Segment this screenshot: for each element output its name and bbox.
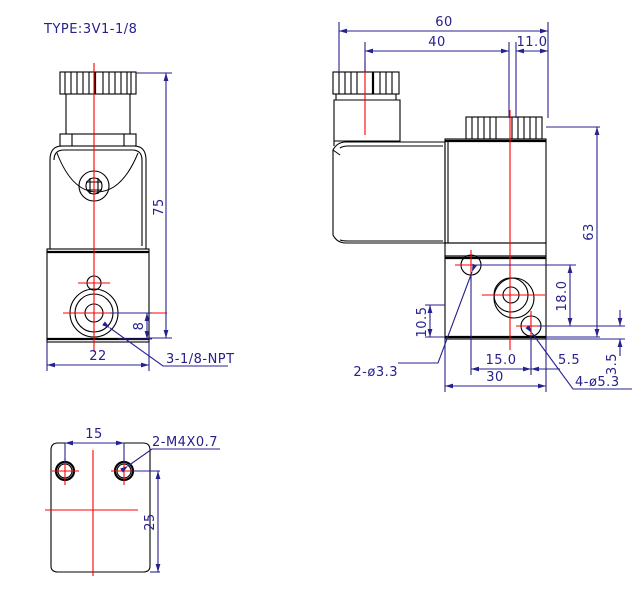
dimension-10-5: 10.5: [415, 304, 445, 338]
dimension-40-label: 40: [428, 35, 446, 50]
side-view-din-connector: [332, 141, 446, 244]
side-view-right-knurled-cap: [465, 116, 543, 140]
npt-callout: 3-1/8-NPT: [102, 321, 235, 367]
side-view-valve-body: [444, 138, 547, 244]
dimension-5-5: 5.5: [531, 339, 580, 375]
dimension-63: 63: [546, 126, 600, 338]
dimension-11: 11.0: [515, 35, 548, 118]
dimension-11-label: 11.0: [517, 35, 548, 50]
small-hole-callout: 2-ø3.3: [353, 263, 478, 380]
dimension-5-5-label: 5.5: [558, 353, 580, 368]
dimension-22-label: 22: [89, 349, 107, 364]
dimension-40: 40: [364, 35, 510, 118]
front-view: 75 8 22 3-1/8-NPT: [46, 63, 235, 371]
dimension-63-label: 63: [582, 223, 597, 241]
dimension-75-label: 75: [152, 198, 167, 216]
npt-callout-label: 3-1/8-NPT: [166, 352, 235, 367]
bottom-view: 15 25 2-M4X0.7: [45, 427, 220, 576]
dimension-8-label: 8: [132, 322, 147, 331]
side-view: 60 40 11.0 63: [332, 15, 632, 392]
side-view-center-port: [493, 277, 535, 319]
dimension-75: 75: [136, 72, 172, 339]
dimension-60-label: 60: [435, 15, 453, 30]
thread-callout-label: 2-M4X0.7: [152, 435, 218, 450]
dimension-bottom-25: 25: [131, 470, 161, 573]
thread-callout: 2-M4X0.7: [120, 435, 220, 473]
dimension-60: 60: [338, 15, 549, 118]
dimension-10-5-label: 10.5: [415, 307, 430, 338]
front-view-coil-housing: [59, 94, 137, 147]
small-hole-callout-label: 2-ø3.3: [353, 365, 398, 380]
dimension-bottom-15-label: 15: [85, 427, 103, 442]
side-view-left-knurled-cap: [332, 71, 400, 95]
dimension-22: 22: [46, 342, 150, 371]
dimension-3-5-label: 3.5: [605, 353, 620, 375]
dimension-3-5: 3.5: [546, 310, 625, 375]
drawing-title: TYPE:3V1-1/8: [43, 22, 137, 37]
dimension-15-label: 15.0: [486, 353, 517, 368]
side-view-connector-housing: [333, 93, 401, 146]
front-view-knurled-cap: [59, 71, 137, 95]
dimension-18-label: 18.0: [555, 281, 570, 312]
dimension-bottom-25-label: 25: [143, 513, 158, 531]
dimension-30-label: 30: [486, 370, 504, 385]
side-view-base-block: [444, 242, 547, 340]
dimension-15: 15.0: [470, 275, 532, 375]
dimension-8: 8: [110, 312, 152, 340]
mount-hole-callout-label: 4-ø5.3: [575, 375, 620, 390]
dimension-30: 30: [444, 339, 547, 392]
mount-hole-callout: 4-ø5.3: [525, 325, 632, 390]
dimension-bottom-15: 15: [64, 427, 125, 463]
front-view-valve-body: [49, 145, 147, 250]
